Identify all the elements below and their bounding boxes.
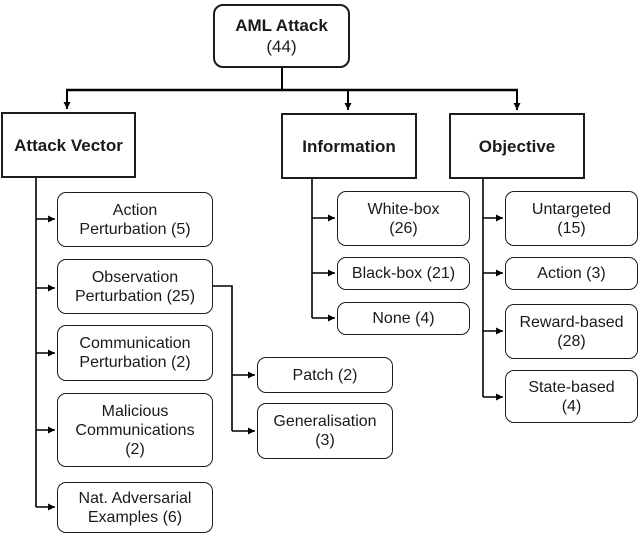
node-state-based-line1: State-based bbox=[528, 378, 615, 396]
node-action: Action (3) bbox=[505, 257, 638, 290]
node-patch-line1: Patch (2) bbox=[292, 366, 358, 384]
node-malicious-communications-line3: (2) bbox=[125, 440, 145, 458]
node-generalisation-line2: (3) bbox=[315, 432, 335, 449]
node-state-based: State-based (4) bbox=[505, 370, 638, 423]
node-malicious-communications-line2: Communications bbox=[75, 421, 195, 439]
node-objective: Objective bbox=[449, 113, 585, 179]
node-observation-perturbation-line2: Perturbation (25) bbox=[74, 287, 196, 305]
node-reward-based-line2: (28) bbox=[557, 332, 586, 350]
node-untargeted: Untargeted (15) bbox=[505, 191, 638, 246]
node-untargeted-line1: Untargeted bbox=[531, 200, 612, 218]
node-black-box-line1: Black-box (21) bbox=[351, 265, 456, 282]
node-malicious-communications: Malicious Communications (2) bbox=[57, 393, 213, 467]
node-communication-perturbation-line1: Communication bbox=[79, 335, 191, 352]
node-aml-attack: AML Attack (44) bbox=[213, 4, 350, 68]
node-generalisation: Generalisation (3) bbox=[257, 403, 393, 459]
node-attack-vector-label: Attack Vector bbox=[14, 135, 123, 155]
node-reward-based-line1: Reward-based bbox=[519, 313, 624, 331]
node-white-box-line1: White-box bbox=[367, 200, 440, 218]
node-communication-perturbation: Communication Perturbation (2) bbox=[57, 325, 213, 381]
node-communication-perturbation-line2: Perturbation (2) bbox=[79, 354, 191, 371]
node-objective-label: Objective bbox=[478, 136, 556, 156]
node-state-based-line2: (4) bbox=[561, 397, 582, 415]
node-action-perturbation-line1: Action bbox=[112, 201, 158, 219]
node-nat-adversarial-examples: Nat. Adversarial Examples (6) bbox=[57, 482, 213, 533]
node-action-perturbation-line2: Perturbation (5) bbox=[79, 220, 191, 238]
node-malicious-communications-line1: Malicious bbox=[101, 402, 169, 420]
node-observation-perturbation: Observation Perturbation (25) bbox=[57, 259, 213, 314]
node-action-perturbation: Action Perturbation (5) bbox=[57, 192, 213, 247]
node-nat-adversarial-examples-line1: Nat. Adversarial bbox=[78, 489, 192, 507]
node-generalisation-line1: Generalisation bbox=[273, 413, 377, 430]
node-patch: Patch (2) bbox=[257, 357, 393, 393]
node-information: Information bbox=[281, 113, 417, 179]
node-attack-vector: Attack Vector bbox=[1, 112, 136, 178]
node-reward-based: Reward-based (28) bbox=[505, 304, 638, 359]
node-white-box: White-box (26) bbox=[337, 191, 470, 246]
node-black-box: Black-box (21) bbox=[337, 257, 470, 290]
node-untargeted-line2: (15) bbox=[557, 219, 586, 237]
node-none: None (4) bbox=[337, 302, 470, 335]
node-aml-attack-title: AML Attack bbox=[235, 16, 328, 35]
node-information-label: Information bbox=[302, 136, 396, 156]
node-none-line1: None (4) bbox=[372, 310, 435, 327]
node-observation-perturbation-line1: Observation bbox=[91, 268, 179, 286]
node-aml-attack-count: (44) bbox=[266, 37, 297, 56]
node-nat-adversarial-examples-line2: Examples (6) bbox=[87, 508, 183, 526]
node-white-box-line2: (26) bbox=[389, 219, 418, 237]
node-action-line1: Action (3) bbox=[537, 265, 606, 282]
